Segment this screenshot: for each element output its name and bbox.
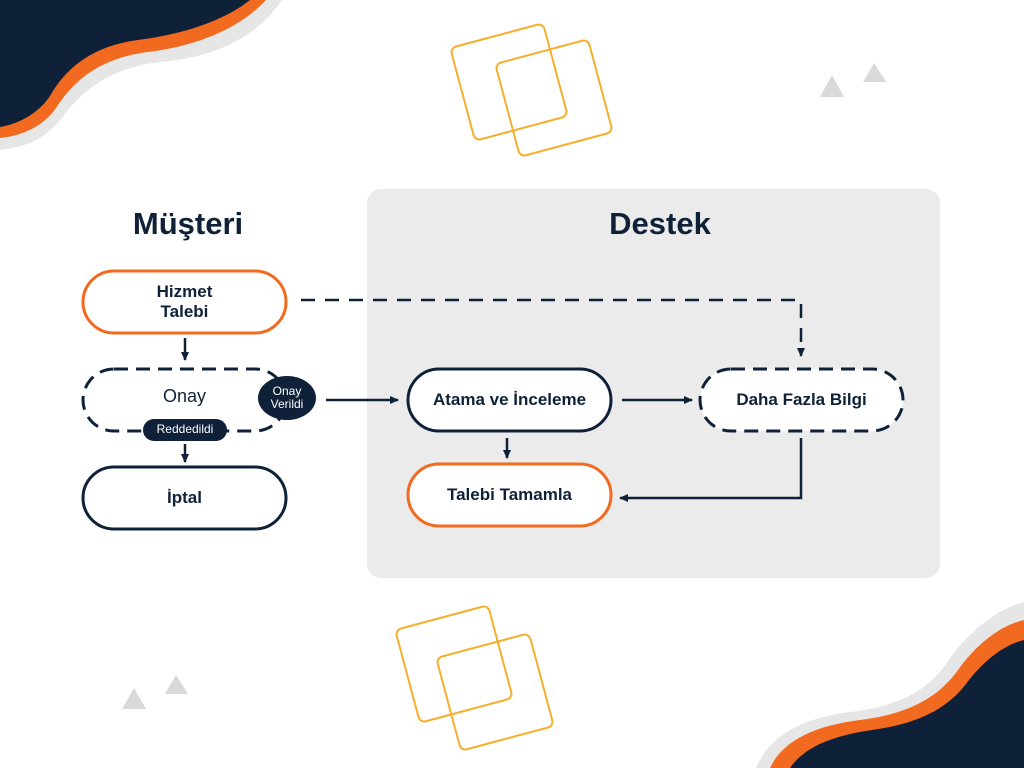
top-triangles-decoration [820, 63, 886, 97]
top-left-wave-decoration [0, 0, 282, 150]
bottom-triangles-decoration [122, 675, 188, 709]
top-squares-decoration [450, 23, 613, 157]
assign-review-label: Atama ve İnceleme [432, 389, 587, 409]
complete-request-node[interactable] [406, 462, 613, 528]
service-request-node[interactable] [81, 269, 288, 335]
bottom-right-wave-decoration [756, 602, 1024, 768]
more-info-label: Daha Fazla Bilgi [736, 389, 867, 409]
approved-badge-shape [258, 376, 316, 420]
approved-badge-label: Onay Verildi [270, 383, 304, 411]
rejected-badge-label: Reddedildi [156, 422, 214, 437]
complete-request-label: Talebi Tamamla [446, 484, 573, 504]
more-info-node[interactable] [698, 367, 905, 433]
cancel-label: İptal [167, 487, 202, 507]
assign-review-node[interactable] [406, 367, 613, 433]
cancel-node[interactable] [81, 465, 288, 531]
support-lane-title: Destek [609, 206, 711, 241]
arrow-more-info-to-complete [619, 438, 803, 502]
service-request-label: Hizmet Talebi [156, 281, 213, 321]
bottom-squares-decoration [395, 605, 554, 751]
rejected-badge-shape [143, 419, 227, 441]
customer-lane-title: Müşteri [132, 206, 244, 241]
approval-label: Onay [162, 386, 207, 407]
dashed-arrow-request-to-more-info [301, 298, 805, 357]
